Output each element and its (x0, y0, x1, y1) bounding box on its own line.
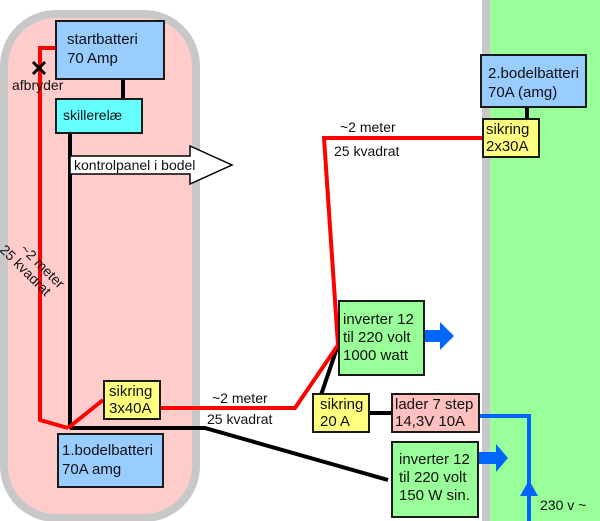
lader-spec: 14,3V 10A (395, 413, 466, 430)
skillerelae-name: skillerelæ (63, 107, 123, 123)
startbatteri-name: startbatteri (67, 31, 138, 48)
bodel1-box: 1.bodelbatteri 70A amg (57, 433, 164, 488)
cable-sikring40-to-inverter (160, 343, 340, 410)
lader-box: lader 7 step 14,3V 10A (391, 393, 480, 433)
cable-bodel1-to-inverter150 (70, 426, 389, 482)
sikring-3x40-rating: 3x40A (109, 400, 152, 417)
zone-divider (482, 0, 490, 521)
ac-out-arrow-1000 (424, 322, 454, 350)
cable-mid-gauge: 25 kvadrat (207, 411, 273, 427)
ac-in-line (479, 414, 538, 521)
inverter-150-line2: til 220 volt (399, 469, 467, 486)
cable-inverter-to-sikring30 (321, 136, 483, 346)
cable-mid-length: ~2 meter (212, 390, 268, 406)
cable-sikring20-to-inverter (319, 344, 340, 396)
kontrolpanel-label: kontrolpanel i bodel (74, 157, 196, 173)
sikring-2x30-name: sikring (486, 121, 530, 138)
cable-top-gauge: 25 kvadrat (334, 143, 400, 159)
ac-input-label: 230 v ~ (540, 497, 587, 513)
bodel1-capacity: 70A amg (62, 461, 122, 478)
inverter-1000-box: inverter 12 til 220 volt 1000 watt (338, 300, 425, 376)
bodel2-name: 2.bodelbatteri (488, 65, 579, 82)
inverter-150-line1: inverter 12 (399, 451, 470, 468)
inverter-150-line3: 150 W sin. (399, 487, 470, 504)
sikring-20-box: sikring 20 A (312, 393, 370, 433)
inverter-1000-line3: 1000 watt (343, 347, 409, 364)
skillerelae-box: skillerelæ (55, 98, 143, 134)
cable-start-to-bodel1 (38, 46, 69, 430)
cable-bodel1-to-sikring40 (66, 398, 105, 430)
bodel1-name: 1.bodelbatteri (62, 442, 153, 459)
inverter-1000-line2: til 220 volt (343, 329, 411, 346)
inverter-150-box: inverter 12 til 220 volt 150 W sin. (391, 441, 479, 518)
bodel2-box: 2.bodelbatteri 70A (amg) (480, 54, 587, 108)
ac-out-arrow-150 (478, 444, 508, 472)
inverter-1000-line1: inverter 12 (343, 311, 414, 328)
sikring-3x40-name: sikring (109, 383, 153, 400)
bodel2-capacity: 70A (amg) (488, 84, 558, 101)
sikring-2x30-rating: 2x30A (486, 138, 529, 155)
cable-top-length: ~2 meter (340, 119, 396, 135)
sikring-3x40-box: sikring 3x40A (103, 380, 161, 420)
startbatteri-box: startbatteri 70 Amp (55, 20, 165, 80)
switch-x-icon (31, 60, 47, 76)
panel-arrow (69, 144, 234, 186)
lader-name: lader 7 step (395, 396, 474, 413)
startbatteri-capacity: 70 Amp (67, 50, 118, 67)
sikring-20-name: sikring (320, 396, 364, 413)
sikring-20-rating: 20 A (320, 413, 351, 430)
sikring-2x30-box: sikring 2x30A (482, 118, 540, 158)
afbryder-label: afbryder (12, 77, 64, 93)
